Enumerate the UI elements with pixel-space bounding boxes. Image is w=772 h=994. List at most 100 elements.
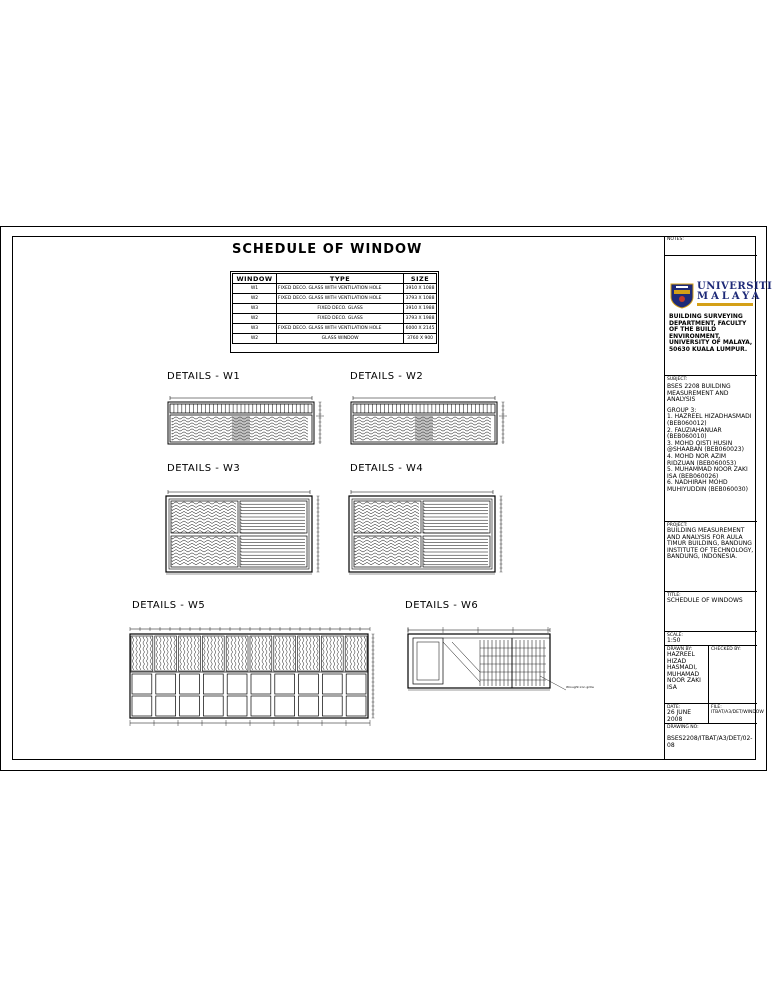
vertical-pattern [162, 636, 165, 671]
w6-note: Wrought iron grille [566, 685, 594, 689]
drawing-frame [422, 535, 491, 568]
file-text: ITBAT/A3/DET/WINDOW [711, 710, 764, 715]
glass-pattern [354, 434, 492, 438]
details-w1-label: DETAILS - W1 [167, 371, 241, 382]
glass-pattern [240, 531, 305, 534]
glass-pattern [171, 555, 237, 559]
vertical-pattern [257, 636, 261, 671]
glass-pattern [423, 550, 488, 553]
logo-rule [697, 303, 753, 306]
drawing-no-label: DRAWING NO: [667, 725, 699, 730]
drawing-frame [129, 633, 369, 719]
glass-pattern [423, 554, 488, 556]
drawing-no-cell: DRAWING NO: BSES2208/ITBAT/A3/DET/02-08 [665, 724, 757, 760]
glass-pattern [423, 512, 488, 515]
glass-pattern [354, 539, 420, 543]
dense-panel [415, 416, 433, 441]
title-label: TITLE: [667, 593, 681, 598]
drawing-frame [203, 695, 224, 717]
glass-pattern [354, 527, 420, 531]
cell-size: 3910 X 1988 [403, 303, 437, 314]
glass-pattern [240, 538, 305, 540]
glass-pattern [171, 428, 309, 432]
glass-pattern [171, 527, 237, 531]
vertical-pattern [288, 636, 292, 671]
drawing-frame [170, 535, 239, 568]
cell-type: FIXED DECO. GLASS [276, 313, 405, 324]
glass-pattern [240, 541, 305, 543]
scale-label: SCALE: [667, 633, 683, 638]
glass-pattern [171, 542, 237, 547]
glass-pattern [354, 517, 420, 521]
drawing-frame [168, 498, 310, 570]
sheet-inner-border [12, 236, 756, 760]
vertical-pattern [221, 636, 224, 671]
vertical-pattern [173, 636, 176, 671]
title-text: SCHEDULE OF WINDOWS [667, 597, 743, 604]
vertical-pattern [193, 636, 196, 671]
details-w6-label: DETAILS - W6 [405, 600, 479, 611]
drawing-frame [250, 695, 272, 717]
glass-pattern [423, 547, 488, 550]
cell-type: FIXED DECO. GLASS [276, 303, 405, 314]
vertical-pattern [155, 636, 158, 671]
file-label: FILE: [711, 705, 722, 710]
glass-pattern [354, 520, 420, 524]
header-size: SIZE [403, 273, 437, 284]
vertical-pattern [298, 636, 301, 671]
drawing-frame [353, 535, 422, 568]
glass-pattern [354, 428, 492, 432]
vertical-pattern [336, 636, 339, 671]
drawing-frame [407, 633, 551, 689]
glass-pattern [240, 506, 305, 508]
vertical-pattern [360, 636, 363, 671]
drawing-no-text: BSES2208/ITBAT/A3/DET/02-08 [667, 735, 753, 749]
notes-cell: NOTES: [665, 236, 757, 256]
logo-text-universiti: UNIVERSITI [697, 281, 772, 292]
drawing-frame [169, 414, 313, 443]
cell-type: FIXED DECO. GLASS WITH VENTILATION HOLE [276, 323, 405, 334]
member-4: 4. MOHD NOR AZIM RIDZUAN (BEB060053) [667, 452, 737, 467]
cell-size: 6000 X 2145 [403, 323, 437, 334]
vertical-pattern [131, 636, 135, 671]
glass-pattern [171, 536, 237, 540]
details-w2-label: DETAILS - W2 [350, 371, 424, 382]
vertical-pattern [363, 636, 367, 671]
vertical-pattern [329, 636, 332, 671]
vertical-pattern [268, 636, 271, 671]
drawn-by-text: HAZREEL HIZAD HASMADI, MUHAMAD NOOR ZAKI… [667, 651, 701, 691]
vertical-pattern [237, 636, 240, 671]
glass-pattern [240, 512, 305, 515]
cell-window: W3 [231, 323, 278, 334]
drawing-frame [130, 635, 154, 672]
glass-pattern [423, 528, 488, 531]
drawing-frame [226, 695, 248, 717]
vertical-pattern [301, 636, 305, 671]
vertical-pattern [241, 636, 244, 671]
header-type: TYPE [276, 273, 405, 284]
vertical-pattern [166, 636, 169, 671]
glass-pattern [171, 419, 309, 423]
vertical-pattern [309, 636, 312, 671]
vertical-pattern [265, 636, 268, 671]
subject-cell: SUBJECT: BSES 2208 BUILDING MEASUREMENT … [665, 376, 757, 522]
vertical-pattern [292, 636, 295, 671]
details-w3-label: DETAILS - W3 [167, 463, 241, 474]
cell-window: W2 [231, 333, 278, 344]
drawing-frame [322, 673, 343, 695]
vertical-pattern [182, 636, 186, 671]
glass-pattern [354, 558, 420, 563]
glass-pattern [171, 416, 309, 420]
drawing-frame [274, 673, 295, 695]
glass-pattern [240, 550, 305, 553]
schedule-title: SCHEDULE OF WINDOW [232, 242, 423, 257]
sheet-outer-border [0, 226, 767, 771]
cell-type: FIXED DECO. GLASS WITH VENTILATION HOLE [276, 293, 405, 304]
drawing-frame [179, 695, 200, 717]
glass-pattern [423, 525, 488, 527]
drawing-frame [154, 635, 177, 672]
drawing-frame [321, 635, 344, 672]
